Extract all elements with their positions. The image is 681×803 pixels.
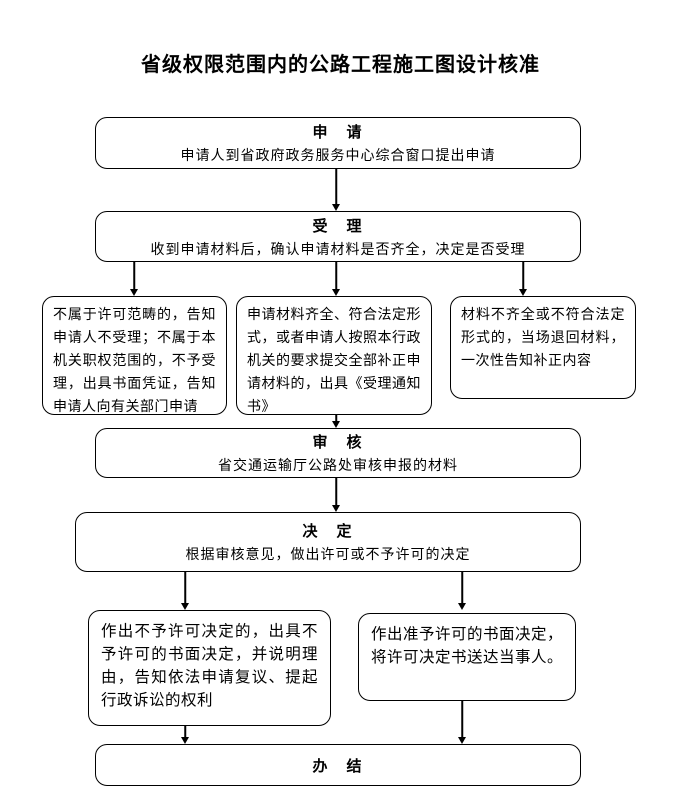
node-review-body: 省交通运输厅公路处审核申报的材料 [218,459,458,474]
node-branch-mid: 申请材料齐全、符合法定形式，或者申请人按照本行政机关的要求提交全部补正申请材料的… [236,296,432,415]
node-approve-body: 作出准予许可的书面决定，将许可决定书送达当事人。 [371,626,564,666]
arrow-accept-to-branch-right-icon [517,262,529,296]
node-finish: 办 结 [95,744,581,786]
node-decide-heading: 决 定 [302,524,354,540]
node-accept-body: 收到申请材料后，确认申请材料是否齐全，决定是否受理 [150,242,526,258]
node-apply-heading: 申 请 [312,125,364,141]
node-branch-mid-body: 申请材料齐全、符合法定形式，或者申请人按照本行政机关的要求提交全部补正申请材料的… [247,308,421,415]
arrow-decide-to-deny-icon [179,572,191,610]
node-finish-heading: 办 结 [312,758,364,775]
arrow-accept-to-branch-left-icon [128,262,140,296]
node-apply: 申 请 申请人到省政府政务服务中心综合窗口提出申请 [95,117,581,169]
arrow-review-to-decide-icon [330,478,342,512]
arrow-decide-to-approve-icon [456,572,468,610]
node-decide: 决 定 根据审核意见，做出许可或不予许可的决定 [75,512,581,572]
arrow-apply-to-accept-icon [330,169,342,211]
node-approve: 作出准予许可的书面决定，将许可决定书送达当事人。 [358,613,576,701]
arrow-deny-to-finish-icon [179,726,191,744]
page-title: 省级权限范围内的公路工程施工图设计核准 [141,54,540,76]
node-branch-right: 材料不齐全或不符合法定形式的，当场退回材料，一次性告知补正内容 [450,296,636,399]
node-accept-heading: 受 理 [312,218,364,235]
arrow-accept-to-branch-mid-icon [330,262,342,296]
node-branch-left-body: 不属于许可范畴的，告知申请人不受理；不属于本机关职权范围的，不予受理，出具书面凭… [53,308,216,415]
node-apply-body: 申请人到省政府政务服务中心综合窗口提出申请 [180,149,496,164]
node-decide-body: 根据审核意见，做出许可或不予许可的决定 [185,548,471,563]
arrow-approve-to-finish-icon [456,701,468,744]
node-review: 审 核 省交通运输厅公路处审核申报的材料 [95,428,581,478]
node-branch-left: 不属于许可范畴的，告知申请人不受理；不属于本机关职权范围的，不予受理，出具书面凭… [42,296,227,415]
node-branch-right-body: 材料不齐全或不符合法定形式的，当场退回材料，一次性告知补正内容 [461,308,625,369]
arrow-branch-mid-to-review-icon [330,415,342,428]
node-accept: 受 理 收到申请材料后，确认申请材料是否齐全，决定是否受理 [95,211,581,262]
node-review-heading: 审 核 [312,435,364,451]
node-deny: 作出不予许可决定的，出具不予许可的书面决定，并说明理由，告知依法申请复议、提起行… [88,610,331,726]
node-deny-body: 作出不予许可决定的，出具不予许可的书面决定，并说明理由，告知依法申请复议、提起行… [101,623,318,709]
